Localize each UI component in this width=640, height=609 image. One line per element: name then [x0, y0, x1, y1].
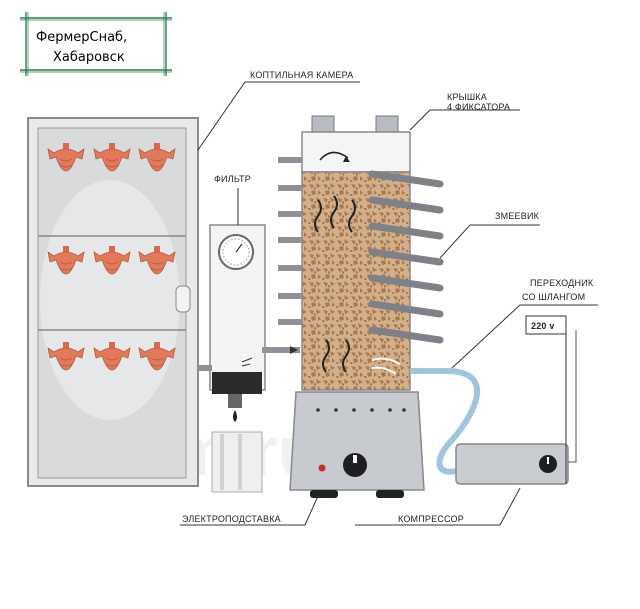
label-lid: КРЫШКА — [447, 92, 487, 102]
leader-lines — [180, 81, 598, 526]
badge-line-1: ФермерСнаб, — [36, 30, 127, 45]
label-with-hose: СО ШЛАНГОМ — [522, 292, 585, 302]
label-compressor: КОМПРЕССОР — [398, 514, 464, 524]
label-smoking-chamber: КОПТИЛЬНАЯ КАМЕРА — [250, 70, 353, 80]
voltage-label-box: 220 v — [525, 315, 567, 335]
label-latches: 4 ФИКСАТОРА — [447, 102, 510, 112]
smoking-chamber — [27, 117, 199, 487]
voltage-text: 220 v — [531, 321, 555, 331]
air-hose — [436, 368, 481, 475]
smoke-generator — [278, 115, 448, 391]
filter-unit — [198, 224, 300, 493]
label-coil: ЗМЕЕВИК — [495, 211, 540, 221]
compressor — [455, 330, 577, 485]
badge-line-2: Хабаровск — [53, 50, 125, 65]
label-filter: ФИЛЬТР — [214, 174, 251, 184]
label-electric-stand: ЭЛЕКТРОПОДСТАВКА — [182, 514, 281, 524]
brand-badge: ФермерСнаб, Хабаровск — [20, 12, 172, 76]
label-adapter: ПЕРЕХОДНИК — [530, 278, 594, 288]
electric-stand — [289, 391, 425, 498]
